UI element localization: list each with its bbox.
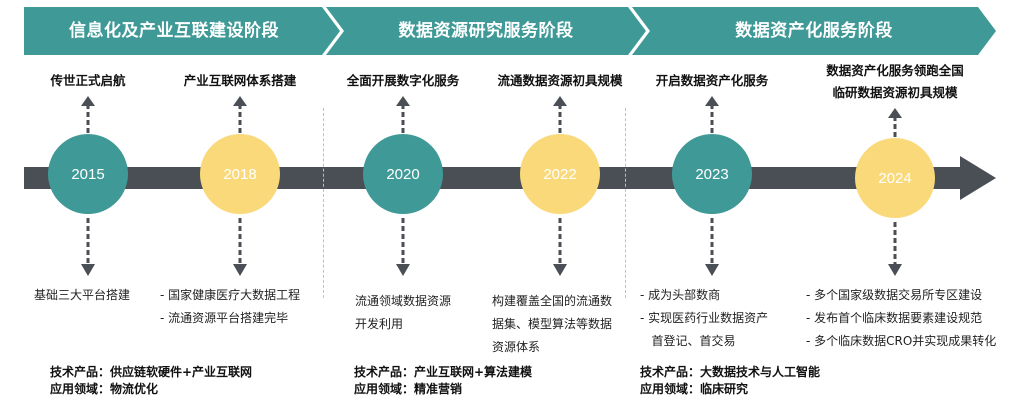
phase-label: 信息化及产业互联建设阶段 xyxy=(69,21,279,41)
milestone-top-2020: 全面开展数字化服务 xyxy=(346,73,460,88)
milestone-top-2018: 产业互联网体系搭建 xyxy=(183,73,297,88)
phase-label: 数据资产化服务阶段 xyxy=(735,21,893,41)
milestone-desc-2015: 基础三大平台搭建 xyxy=(34,288,131,302)
timeline-arrow xyxy=(24,156,996,200)
tech-field: 应用领域：临床研究 xyxy=(640,382,749,396)
tech-block-3: 技术产品：大数据技术与人工智能 应用领域：临床研究 xyxy=(640,364,820,398)
year-circle-2018: 2018 xyxy=(200,134,280,214)
milestone-desc-2024: - 多个国家级数据交易所专区建设 - 发布首个临床数据要素建设规范 - 多个临床… xyxy=(806,288,997,348)
phase-divider xyxy=(625,108,626,298)
tech-product: 技术产品：产业互联网+算法建模 xyxy=(354,365,533,379)
phase-banner-2: 数据资源研究服务阶段 xyxy=(326,7,646,55)
arrow-down-icon xyxy=(705,218,719,276)
chevron-shape xyxy=(632,7,996,55)
phase-divider xyxy=(323,108,324,298)
year-circle-2023: 2023 xyxy=(672,134,752,214)
tech-field: 应用领域：精准营销 xyxy=(354,382,463,396)
milestone-top-2015: 传世正式启航 xyxy=(50,73,126,88)
milestone-desc-2020: 流通领域数据资源 开发利用 xyxy=(355,294,452,331)
arrow-up-icon xyxy=(233,96,247,136)
tech-product: 技术产品：供应链软硬件+产业互联网 xyxy=(50,365,253,379)
chevron-shape xyxy=(24,7,340,55)
milestone-top-2022: 流通数据资源初具规模 xyxy=(497,73,623,88)
milestone-top-2024: 数据资产化服务领跑全国 临研数据资源初具规模 xyxy=(826,63,964,100)
year-circle-2022: 2022 xyxy=(520,134,600,214)
milestone-top-2023: 开启数据资产化服务 xyxy=(655,73,769,88)
tech-block-2: 技术产品：产业互联网+算法建模 应用领域：精准营销 xyxy=(354,364,532,398)
year-circle-2020: 2020 xyxy=(363,134,443,214)
milestone-desc-2023: - 成为头部数商 - 实现医药行业数据资产 首登记、首交易 xyxy=(640,288,769,348)
arrow-down-icon xyxy=(396,218,410,276)
arrow-down-icon xyxy=(553,218,567,276)
arrow-up-icon xyxy=(888,108,902,138)
phase-label: 数据资源研究服务阶段 xyxy=(398,21,574,41)
chevron-shape xyxy=(326,7,646,55)
tech-block-1: 技术产品：供应链软硬件+产业互联网 应用领域：物流优化 xyxy=(50,364,252,398)
arrow-up-icon xyxy=(81,96,95,136)
year-circle-2024: 2024 xyxy=(855,138,935,218)
phase-banner-3: 数据资产化服务阶段 xyxy=(632,7,996,55)
tech-field: 应用领域：物流优化 xyxy=(50,382,159,396)
arrow-up-icon xyxy=(705,96,719,136)
arrow-up-icon xyxy=(396,96,410,136)
arrow-down-icon xyxy=(81,218,95,276)
milestone-desc-2018: - 国家健康医疗大数据工程 - 流通资源平台搭建完毕 xyxy=(160,288,301,325)
tech-product: 技术产品：大数据技术与人工智能 xyxy=(640,365,821,379)
arrow-up-icon xyxy=(553,96,567,136)
milestone-desc-2022: 构建覆盖全国的流通数 据集、模型算法等数据 资源体系 xyxy=(492,294,613,354)
arrow-down-icon xyxy=(233,218,247,276)
arrow-down-icon xyxy=(888,222,902,276)
year-circle-2015: 2015 xyxy=(48,134,128,214)
phase-banner-1: 信息化及产业互联建设阶段 xyxy=(24,7,340,55)
